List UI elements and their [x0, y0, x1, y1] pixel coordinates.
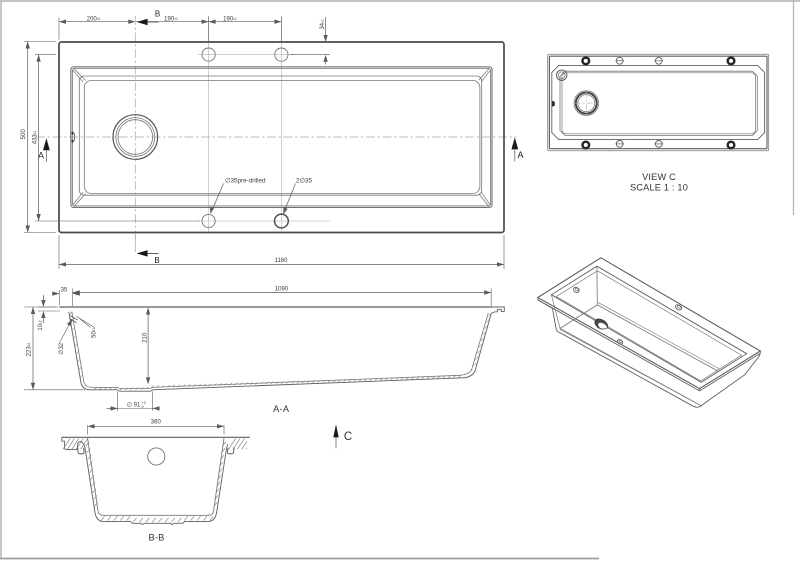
- svg-text:∅ 91: ∅ 91: [127, 402, 141, 409]
- svg-text:500: 500: [21, 129, 27, 140]
- svg-text:∅32: ∅32: [58, 342, 65, 355]
- svg-text:190±1: 190±1: [223, 16, 237, 22]
- svg-text:SCALE 1 : 10: SCALE 1 : 10: [630, 182, 688, 192]
- svg-text:0: 0: [142, 405, 144, 409]
- svg-text:360: 360: [151, 420, 162, 426]
- svg-text:223±2: 223±2: [27, 343, 33, 357]
- svg-text:210: 210: [142, 332, 148, 343]
- svg-text:2∅35: 2∅35: [296, 178, 312, 185]
- svg-text:∅35pre-drilled: ∅35pre-drilled: [225, 177, 266, 184]
- svg-text:A: A: [517, 150, 523, 160]
- svg-text:50±1: 50±1: [91, 327, 97, 337]
- svg-text:34±1: 34±1: [320, 19, 326, 29]
- svg-text:1090: 1090: [275, 287, 289, 293]
- svg-text:10±2: 10±2: [38, 320, 44, 330]
- svg-text:35: 35: [61, 287, 68, 293]
- svg-text:B: B: [155, 10, 160, 19]
- svg-text:B-B: B-B: [148, 532, 164, 542]
- svg-text:A-A: A-A: [273, 404, 290, 414]
- svg-text:VIEW C: VIEW C: [642, 172, 676, 182]
- svg-text:A: A: [38, 150, 44, 160]
- svg-text:1160: 1160: [275, 258, 289, 264]
- svg-text:B: B: [154, 256, 159, 265]
- svg-text:C: C: [344, 431, 352, 443]
- svg-text:+2: +2: [142, 401, 146, 405]
- svg-text:200±1: 200±1: [87, 16, 101, 22]
- svg-text:433±1: 433±1: [33, 130, 39, 144]
- svg-text:190±1: 190±1: [164, 16, 178, 22]
